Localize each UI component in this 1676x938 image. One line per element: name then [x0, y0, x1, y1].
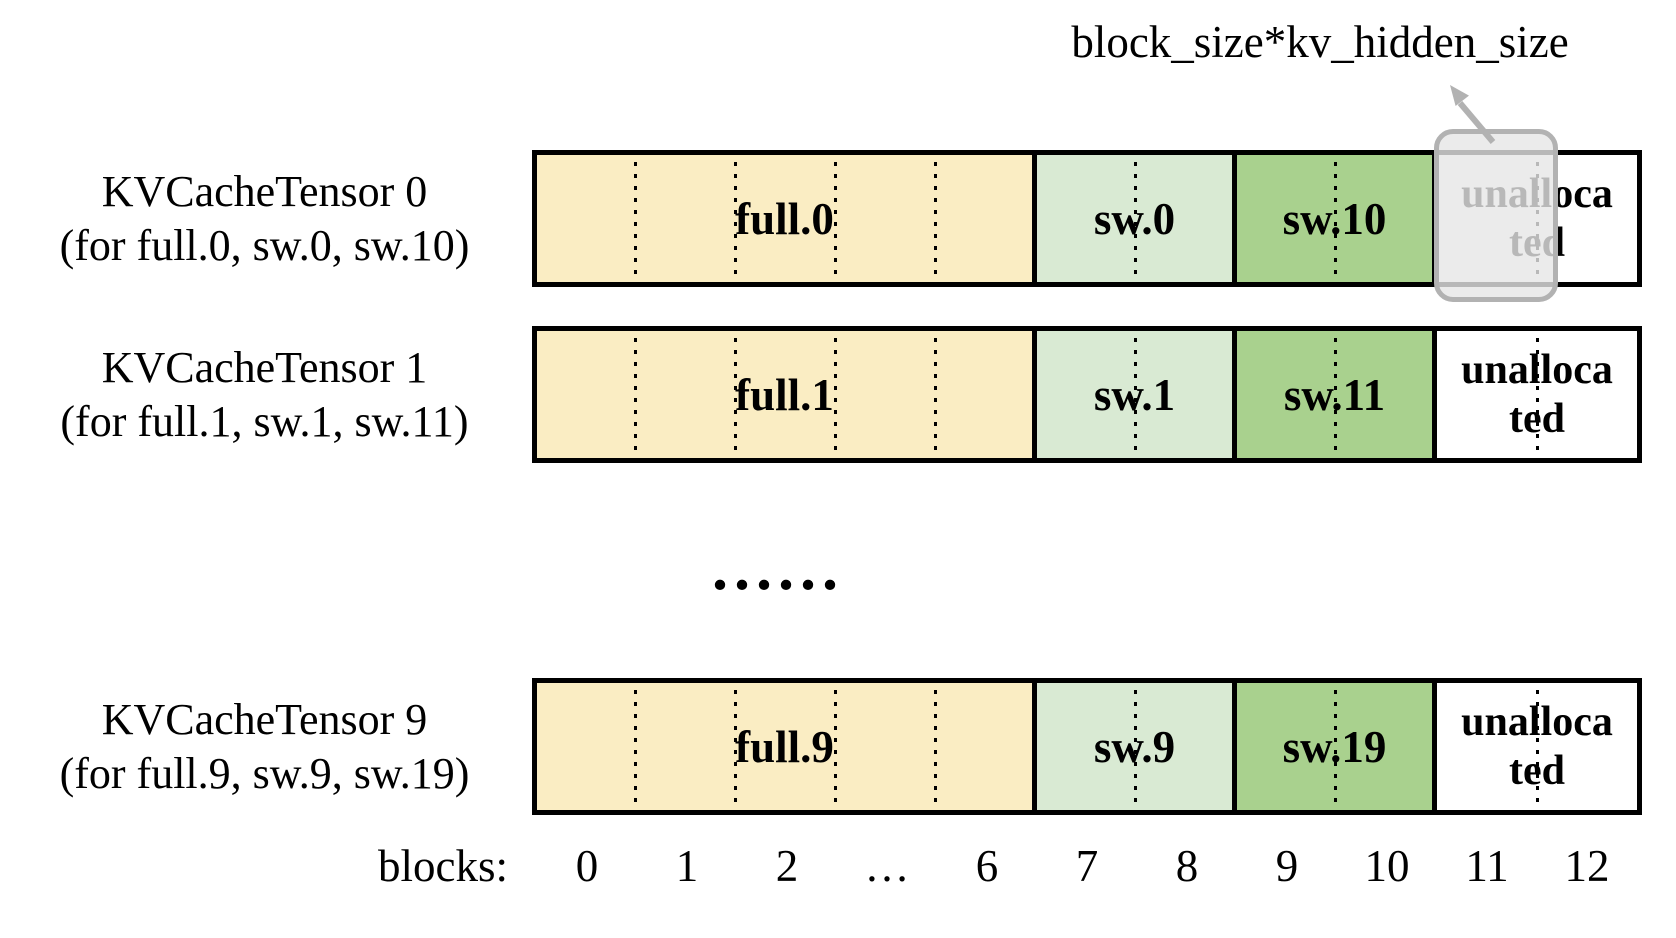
row-subtitle: (for full.9, sw.9, sw.19): [59, 748, 470, 798]
block-divider: [1536, 338, 1539, 451]
segment-full-0: full.0: [537, 155, 1037, 282]
block-divider: [834, 338, 837, 451]
block-tick-ellipsis: …: [864, 841, 910, 891]
blocks-axis-label: blocks:: [378, 841, 508, 891]
row-title: KVCacheTensor 1: [101, 342, 428, 392]
block-divider: [634, 338, 637, 451]
segment-label: full.0: [735, 193, 834, 244]
segment-label: full.9: [735, 721, 834, 772]
block-divider: [734, 690, 737, 803]
segment-sw-19: sw.19: [1237, 683, 1437, 810]
block-divider: [1334, 338, 1337, 451]
block-tick-10: 10: [1364, 841, 1410, 891]
segment-unallocated-9: unalloca ted: [1437, 683, 1637, 810]
block-divider: [634, 690, 637, 803]
row-label-tensor-0: KVCacheTensor 0 (for full.0, sw.0, sw.10…: [12, 150, 517, 287]
block-tick-0: 0: [575, 841, 599, 891]
segment-sw-0: sw.0: [1037, 155, 1237, 282]
segment-sw-9: sw.9: [1037, 683, 1237, 810]
block-tick-12: 12: [1564, 841, 1610, 891]
block-divider: [934, 162, 937, 275]
row-title: KVCacheTensor 0: [101, 166, 428, 216]
row-title: KVCacheTensor 9: [101, 694, 428, 744]
block-tick-8: 8: [1175, 841, 1199, 891]
block-tick-6: 6: [975, 841, 999, 891]
block-divider: [1334, 690, 1337, 803]
block-tick-2: 2: [775, 841, 799, 891]
block-divider: [634, 162, 637, 275]
segment-label: full.1: [735, 369, 834, 420]
block-divider: [734, 338, 737, 451]
block-divider: [1536, 690, 1539, 803]
block-divider: [834, 690, 837, 803]
segment-full-9: full.9: [537, 683, 1037, 810]
block-divider: [1134, 690, 1137, 803]
block-size-annotation: block_size*kv_hidden_size: [1071, 17, 1569, 67]
segment-sw-1: sw.1: [1037, 331, 1237, 458]
block-tick-1: 1: [675, 841, 699, 891]
segment-sw-10: sw.10: [1237, 155, 1437, 282]
row-subtitle: (for full.0, sw.0, sw.10): [59, 220, 470, 270]
kv-cache-bar-1: full.1 sw.1 sw.11 unalloca ted: [532, 326, 1642, 463]
block-divider: [834, 162, 837, 275]
row-label-tensor-1: KVCacheTensor 1 (for full.1, sw.1, sw.11…: [12, 326, 517, 463]
block-divider: [1134, 162, 1137, 275]
block-tick-7: 7: [1075, 841, 1099, 891]
segment-unallocated-1: unalloca ted: [1437, 331, 1637, 458]
block-divider: [1334, 162, 1337, 275]
block-size-highlight-box: [1434, 129, 1558, 302]
segment-sw-11: sw.11: [1237, 331, 1437, 458]
rows-ellipsis: ......: [712, 532, 844, 603]
row-subtitle: (for full.1, sw.1, sw.11): [60, 396, 469, 446]
annotation-arrow-icon: [1450, 85, 1496, 144]
block-divider: [934, 690, 937, 803]
blocks-axis: blocks: 0 1 2 … 6 7 8 9 10 11 12: [0, 840, 1676, 900]
block-divider: [1134, 338, 1137, 451]
segment-full-1: full.1: [537, 331, 1037, 458]
block-tick-11: 11: [1465, 841, 1509, 891]
block-divider: [934, 338, 937, 451]
block-tick-9: 9: [1275, 841, 1299, 891]
kv-cache-bar-9: full.9 sw.9 sw.19 unalloca ted: [532, 678, 1642, 815]
block-divider: [734, 162, 737, 275]
row-label-tensor-9: KVCacheTensor 9 (for full.9, sw.9, sw.19…: [12, 678, 517, 815]
